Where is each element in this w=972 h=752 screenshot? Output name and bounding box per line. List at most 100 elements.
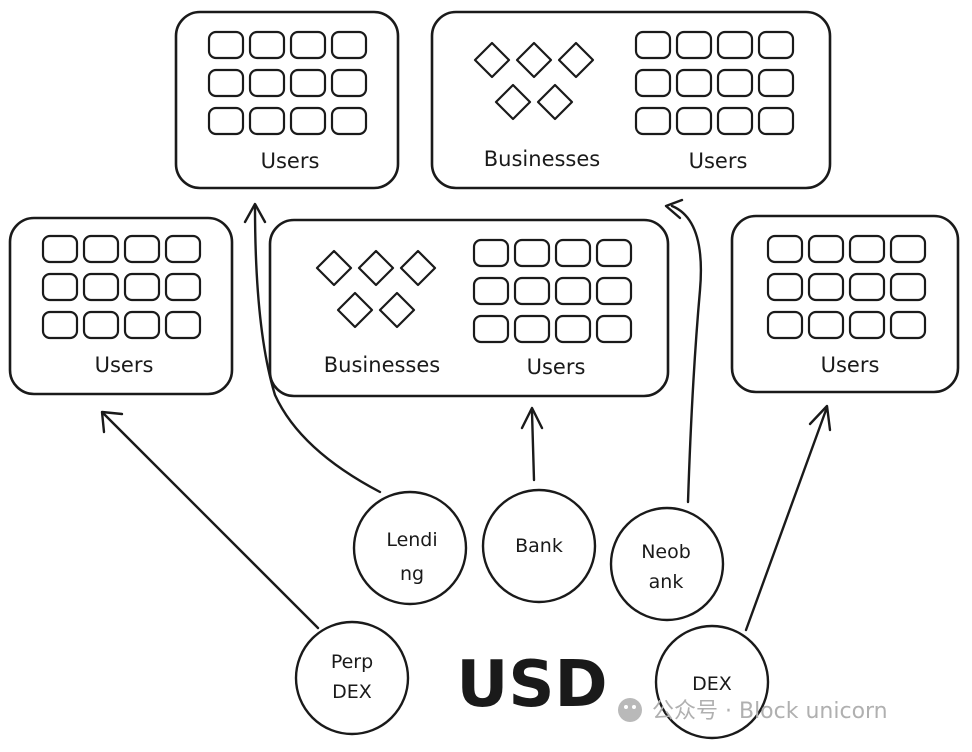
user-cell <box>766 234 804 264</box>
user-cell <box>513 238 551 268</box>
user-cell <box>554 276 592 306</box>
user-cell <box>757 30 795 60</box>
watermark-text: 公众号 · Block unicorn <box>652 699 888 724</box>
users-label: Users <box>689 149 748 173</box>
user-cell <box>82 310 120 340</box>
user-cell <box>82 234 120 264</box>
users-box-mid-right: Users <box>730 214 960 394</box>
businesses-users-box-mid-center: Businesses Users <box>268 218 670 398</box>
arrow-lending-to-top-left <box>243 202 382 494</box>
usd-label: USD <box>456 648 607 722</box>
user-cell <box>807 234 845 264</box>
user-cell <box>289 68 327 98</box>
user-cell <box>675 68 713 98</box>
user-cell <box>554 314 592 344</box>
user-cell <box>289 30 327 60</box>
user-cell <box>248 30 286 60</box>
business-diamond <box>473 41 511 79</box>
user-cell <box>848 272 886 302</box>
business-diamond <box>494 83 532 121</box>
user-cell <box>766 310 804 340</box>
user-cell <box>595 238 633 268</box>
users-label: Users <box>95 353 154 377</box>
node-bank-line1: Bank <box>515 535 563 557</box>
user-cell <box>164 272 202 302</box>
user-cell <box>716 30 754 60</box>
business-diamond <box>336 291 374 329</box>
business-diamond <box>315 249 353 287</box>
user-cell <box>248 106 286 136</box>
user-cell <box>82 272 120 302</box>
user-cell <box>889 272 927 302</box>
node-perp-dex-line2: DEX <box>332 681 372 703</box>
wechat-icon <box>618 698 642 722</box>
user-cell <box>634 30 672 60</box>
user-cell <box>41 234 79 264</box>
node-neobank-line1: Neob <box>641 541 691 563</box>
node-neobank-line2: ank <box>649 571 684 593</box>
user-cell <box>716 68 754 98</box>
user-cell <box>41 310 79 340</box>
user-cell <box>164 310 202 340</box>
node-bank: Bank <box>481 488 597 604</box>
users-label: Users <box>821 353 880 377</box>
user-cell <box>757 106 795 136</box>
user-cell <box>472 238 510 268</box>
users-label: Users <box>527 355 586 379</box>
user-cell <box>123 310 161 340</box>
user-cell <box>634 68 672 98</box>
user-cell <box>248 68 286 98</box>
user-cell <box>207 68 245 98</box>
user-cell <box>634 106 672 136</box>
business-diamond <box>557 41 595 79</box>
businesses-label: Businesses <box>484 147 600 171</box>
business-diamond <box>357 249 395 287</box>
user-cell <box>207 30 245 60</box>
business-diamond <box>536 83 574 121</box>
arrow-bank-to-mid-center <box>520 406 544 482</box>
user-cell <box>675 30 713 60</box>
user-grid <box>207 30 368 136</box>
user-cell <box>123 234 161 264</box>
node-perp-dex-line1: Perp <box>331 651 373 673</box>
user-cell <box>848 234 886 264</box>
node-neobank: Neob ank <box>609 506 725 622</box>
node-dex: DEX <box>654 624 770 740</box>
business-diamond <box>378 291 416 329</box>
business-diamond <box>399 249 437 287</box>
user-cell <box>595 314 633 344</box>
business-diamonds <box>473 41 595 121</box>
user-grid <box>41 234 202 340</box>
user-cell <box>330 68 368 98</box>
node-dex-line1: DEX <box>692 673 732 695</box>
user-cell <box>675 106 713 136</box>
user-cell <box>207 106 245 136</box>
node-lending: Lendi ng <box>352 490 468 606</box>
arrow-dex-to-mid-right <box>744 404 832 632</box>
user-cell <box>766 272 804 302</box>
user-cell <box>757 68 795 98</box>
user-cell <box>595 276 633 306</box>
user-cell <box>41 272 79 302</box>
businesses-label: Businesses <box>324 353 440 377</box>
user-cell <box>807 310 845 340</box>
user-cell <box>807 272 845 302</box>
user-cell <box>889 310 927 340</box>
arrow-neobank-to-top-right <box>664 198 703 504</box>
user-cell <box>513 276 551 306</box>
user-cell <box>889 234 927 264</box>
user-cell <box>848 310 886 340</box>
business-diamonds <box>315 249 437 329</box>
user-cell <box>289 106 327 136</box>
node-lending-line2: ng <box>400 563 424 585</box>
user-grid <box>766 234 927 340</box>
user-cell <box>513 314 551 344</box>
user-cell <box>472 314 510 344</box>
watermark: 公众号 · Block unicorn <box>618 698 888 724</box>
user-cell <box>164 234 202 264</box>
businesses-users-box-top-right: Businesses Users <box>430 10 832 190</box>
node-lending-line1: Lendi <box>386 529 437 551</box>
user-cell <box>716 106 754 136</box>
user-cell <box>123 272 161 302</box>
user-cell <box>330 106 368 136</box>
